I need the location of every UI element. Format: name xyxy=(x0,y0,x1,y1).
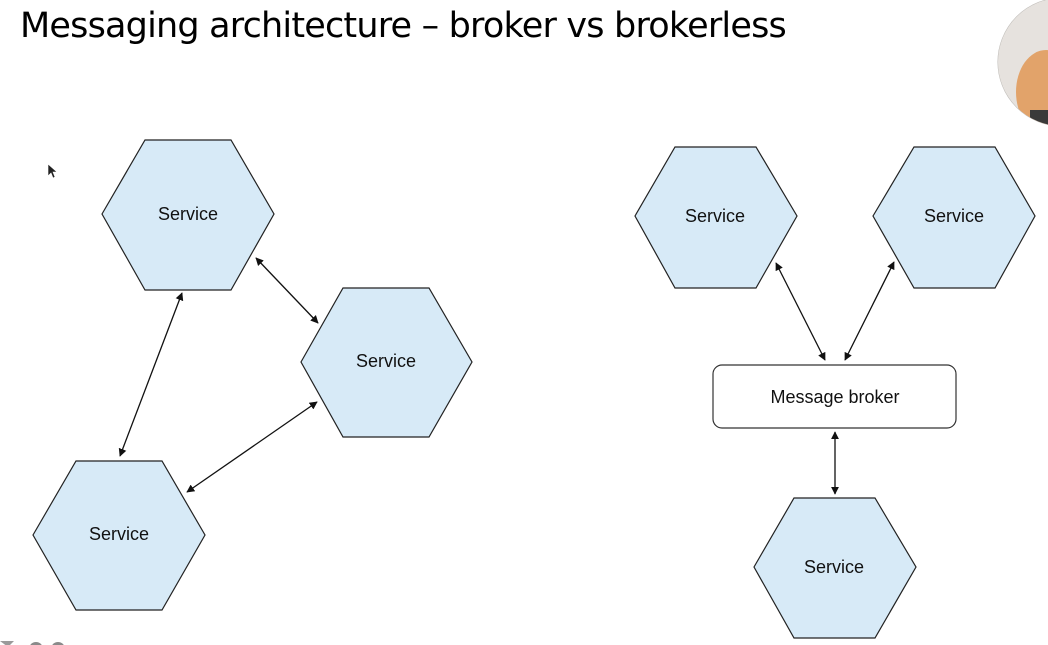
message-broker: Message broker xyxy=(712,364,957,429)
edge-left-broker xyxy=(775,262,826,361)
overlay-controls-fragment xyxy=(0,641,64,645)
brokerless-diagram: Service Service Service xyxy=(32,139,473,611)
mouse-pointer-icon xyxy=(47,163,58,179)
broker-diagram: Service Service Message broker Service xyxy=(634,146,1036,639)
edge-right-broker xyxy=(844,261,895,361)
slide-title: Messaging architecture – broker vs broke… xyxy=(20,6,787,46)
service-label: Service xyxy=(356,351,416,371)
service-node-left: Service xyxy=(634,146,798,289)
service-label: Service xyxy=(685,206,745,226)
message-broker-label: Message broker xyxy=(770,387,899,407)
service-hexagon xyxy=(32,460,206,611)
edge-top-bottom xyxy=(118,292,184,457)
service-label: Service xyxy=(924,206,984,226)
service-hexagon xyxy=(300,287,473,438)
service-label: Service xyxy=(158,204,218,224)
service-hexagon xyxy=(101,139,275,291)
service-hexagon xyxy=(872,146,1036,289)
service-node-right: Service xyxy=(872,146,1036,289)
service-label: Service xyxy=(804,557,864,577)
service-node-bottom: Service xyxy=(32,460,206,611)
brokerless-edges xyxy=(118,257,319,493)
service-node-right: Service xyxy=(300,287,473,438)
edge-top-right xyxy=(255,257,319,324)
service-label: Service xyxy=(89,524,149,544)
message-broker-box xyxy=(712,364,957,429)
broker-edges xyxy=(775,261,895,495)
service-node-top: Service xyxy=(101,139,275,291)
presenter-webcam-thumbnail xyxy=(997,0,1048,126)
service-node-bottom: Service xyxy=(753,497,917,639)
service-hexagon xyxy=(753,497,917,639)
service-hexagon xyxy=(634,146,798,289)
edge-right-bottom xyxy=(186,401,318,493)
